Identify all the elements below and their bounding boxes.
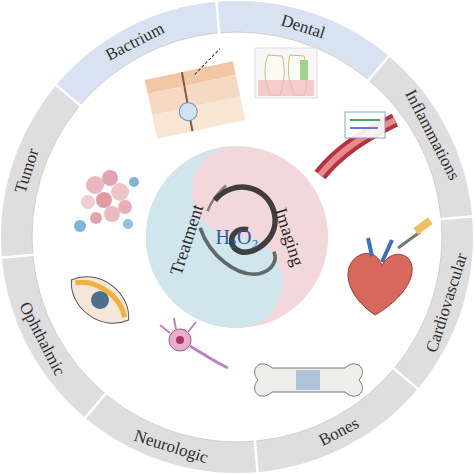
tumor-illustration — [74, 170, 139, 232]
center-formula: H₂O₂ — [216, 226, 259, 249]
eye-illustration — [61, 265, 140, 336]
inner-disc — [32, 32, 442, 442]
center-circle: TreatmentH₂O₂Imaging — [145, 145, 329, 329]
skin-illustration — [142, 47, 246, 139]
heart-illustration — [348, 218, 433, 315]
bone-illustration — [255, 364, 363, 396]
tooth-illustration — [255, 48, 317, 98]
vessel-illustration — [320, 112, 395, 175]
